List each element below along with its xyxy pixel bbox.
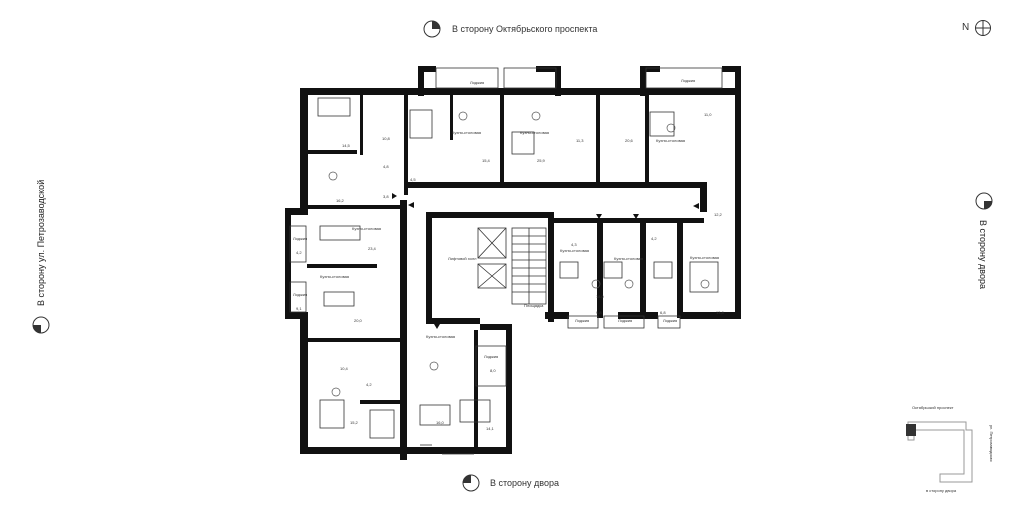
- room-label-kitchen: Кухня-столовая: [690, 255, 720, 260]
- area-label: 14,5: [342, 143, 350, 148]
- room-label-kitchen: Кухня-столовая: [656, 138, 686, 143]
- area-label: 4,5: [410, 177, 416, 182]
- area-label: 16,2: [336, 198, 344, 203]
- area-label: 15,4: [482, 158, 490, 163]
- room-label-kitchen: Кухня-столовая: [426, 334, 456, 339]
- area-label: 11,3: [576, 138, 584, 143]
- direction-bottom: В сторону двора: [490, 478, 559, 488]
- minimap-label-right: ул. Петрозаводская: [989, 425, 994, 462]
- room-label-kitchen: Кухня-столовая: [352, 226, 382, 231]
- direction-top: В сторону Октябрьского проспекта: [452, 24, 598, 34]
- room-label-lobby: Лифтовой холл: [448, 256, 477, 261]
- compass-bottom-icon: [462, 474, 480, 492]
- area-label: 9,8: [596, 310, 602, 315]
- minimap-label-top: Октябрьский проспект: [912, 405, 954, 410]
- north-label: N: [962, 22, 970, 33]
- area-label: 25,9: [537, 158, 545, 163]
- area-label: 3,8: [383, 194, 389, 199]
- room-label-landing: Площадка: [524, 303, 544, 308]
- area-label: 6,8: [660, 310, 666, 315]
- room-label-kitchen: Кухня-столовая: [614, 256, 644, 261]
- area-label: 11,0: [704, 112, 712, 117]
- room-label-loggia: Лоджия: [293, 236, 308, 241]
- area-label: 10,4: [340, 366, 348, 371]
- area-label: 12,2: [714, 212, 722, 217]
- room-label-kitchen: Кухня-столовая: [320, 274, 350, 279]
- site-minimap: [906, 421, 973, 483]
- room-label-loggia: Лоджия: [618, 318, 633, 323]
- area-label: 10,8: [382, 136, 390, 141]
- room-label-loggia: Лоджия: [470, 80, 485, 85]
- area-label: 20,0: [354, 318, 362, 323]
- north-arrow-icon: [975, 20, 991, 36]
- area-label: 16,0: [436, 420, 444, 425]
- area-label: 4,2: [366, 382, 372, 387]
- area-label: 20,6: [625, 138, 633, 143]
- compass-right-icon: [975, 192, 993, 210]
- room-label-loggia: Лоджия: [575, 318, 590, 323]
- area-label: 13,8: [716, 310, 724, 315]
- compass-left-icon: [32, 316, 50, 334]
- room-label-loggia: Лоджия: [293, 292, 308, 297]
- area-label: 8,0: [490, 368, 496, 373]
- room-label-loggia: Лоджия: [663, 318, 678, 323]
- compass-top-icon: [423, 20, 441, 38]
- area-label: 4,8: [383, 164, 389, 169]
- area-label: 4,2: [296, 250, 302, 255]
- room-label-kitchen: Кухня-столовая: [452, 130, 482, 135]
- area-label: 23,4: [368, 246, 376, 251]
- room-label-kitchen: Кухня-столовая: [560, 248, 590, 253]
- area-label: 18,0: [596, 294, 604, 299]
- area-label: 15,2: [350, 420, 358, 425]
- area-label: 14,1: [486, 426, 494, 431]
- room-label-loggia: Лоджия: [484, 354, 499, 359]
- minimap-label-bottom: в сторону двора: [926, 488, 957, 493]
- room-label-loggia: Лоджия: [681, 78, 696, 83]
- area-label: 4,3: [571, 242, 577, 247]
- room-label-kitchen: Кухня-столовая: [520, 130, 550, 135]
- area-label: 4,2: [651, 236, 657, 241]
- area-label: 9,1: [296, 306, 302, 311]
